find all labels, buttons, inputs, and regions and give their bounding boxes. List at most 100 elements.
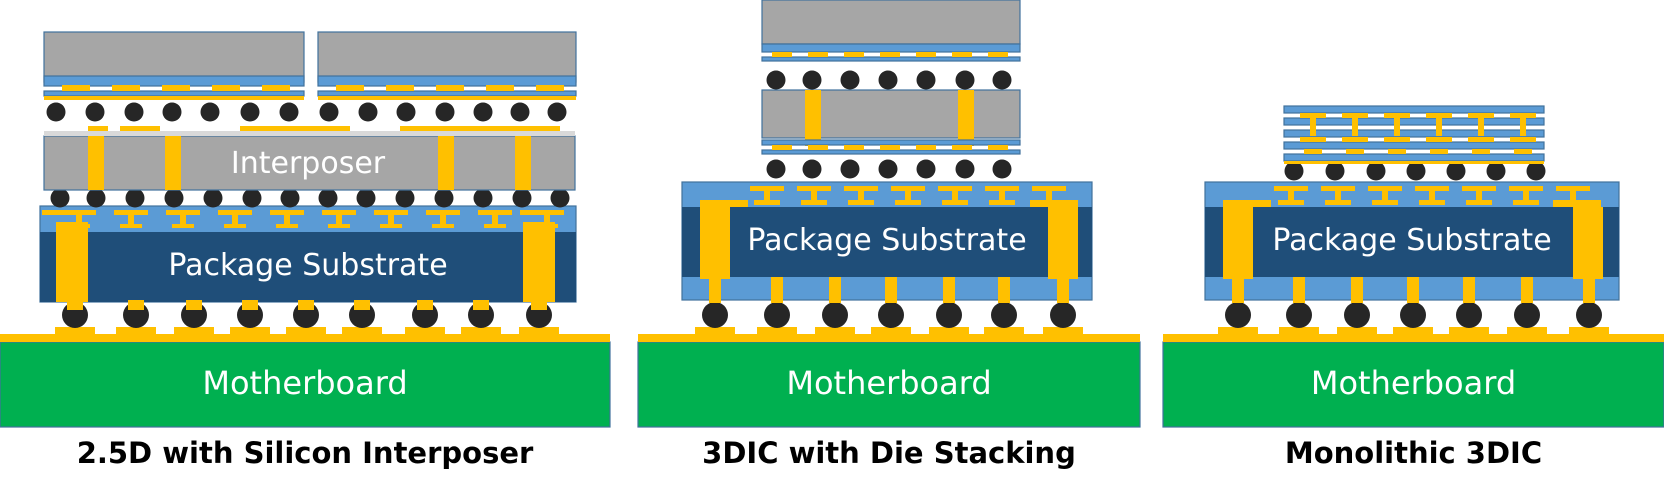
panel1-c4-bump xyxy=(356,188,376,208)
panel1-substrate-microvia xyxy=(492,210,498,226)
panel1-substrate-trace xyxy=(224,224,246,228)
panel1-die-pad xyxy=(112,85,140,91)
panel3-substrate-via-bottom xyxy=(1463,277,1475,303)
panel2-tsv xyxy=(958,90,974,146)
panel1-die-1 xyxy=(43,31,305,83)
panel1-substrate-microvia xyxy=(180,210,186,226)
panel1-substrate-microvia xyxy=(284,210,290,226)
panel1-die-beol xyxy=(317,75,577,87)
panel1-c4-bump xyxy=(164,188,184,208)
panel1-micro-bump xyxy=(85,102,105,122)
panel3-tier-pad xyxy=(1514,149,1532,154)
panel3-miv xyxy=(1436,118,1442,136)
panel2-substrate-label: Package Substrate xyxy=(747,223,1027,258)
panel1-die-pad xyxy=(386,85,414,91)
panel2-die-pad xyxy=(916,52,936,57)
panel2-substrate-microvia xyxy=(764,186,770,202)
panel2-die-pad xyxy=(808,52,828,57)
panel3-miv xyxy=(1520,118,1526,136)
panel3-tier-pad xyxy=(1426,113,1452,118)
panel1-micro-bump xyxy=(200,102,220,122)
panel1-substrate-ball-pad xyxy=(242,300,258,310)
panel2-bga-ball xyxy=(936,302,962,328)
panel3-motherboard-pad xyxy=(1449,327,1489,342)
panel2-substrate-microvia xyxy=(858,186,864,202)
panel2-substrate-trace xyxy=(848,200,874,205)
panel2-substrate-microvia xyxy=(1046,186,1052,202)
panel1-substrate-trace xyxy=(432,224,454,228)
panel1-substrate-label: Package Substrate xyxy=(168,248,448,283)
panel2-die-pad xyxy=(952,52,972,57)
panel2-substrate-trace xyxy=(895,200,921,205)
panel3-tier-pad xyxy=(1304,149,1322,154)
panel1-motherboard-label: Motherboard xyxy=(202,364,408,402)
panel2-motherboard-pad xyxy=(871,327,911,342)
panel2-die-pad xyxy=(880,52,900,57)
panel1-c4-bump xyxy=(395,188,415,208)
panel2-substrate-microvia xyxy=(811,186,817,202)
panel3-motherboard-label: Motherboard xyxy=(1310,364,1517,402)
panel2-substrate-via-bottom xyxy=(885,277,897,303)
panel2-die-pad xyxy=(916,145,936,150)
panel3-substrate-microvia xyxy=(1570,186,1576,202)
panel1-substrate-trace xyxy=(172,224,194,228)
panel3-substrate-trace xyxy=(1553,200,1601,207)
panel1-substrate-trace xyxy=(276,224,298,228)
panel1-die-beol xyxy=(317,90,577,97)
panel2-substrate-trace xyxy=(700,200,748,207)
panel2-micro-bump xyxy=(802,70,822,90)
panel1-die-trace xyxy=(318,96,576,100)
panel1-c4-bump xyxy=(50,188,70,208)
panel2-substrate-microvia xyxy=(999,186,1005,202)
panel2-die-pad xyxy=(844,145,864,150)
panel2-die-pad xyxy=(988,52,1008,57)
panel2-micro-bump xyxy=(955,70,975,90)
panel1-substrate-ball-pad xyxy=(473,300,489,310)
panel1-substrate-trace xyxy=(536,224,558,228)
panel2-die-pad xyxy=(772,52,792,57)
panel3-bga-ball xyxy=(1400,302,1426,328)
panel1-die-2 xyxy=(317,31,577,83)
panel1-motherboard-pad xyxy=(55,327,95,342)
panel2-motherboard-label: Motherboard xyxy=(786,364,992,402)
panel3-substrate-microvia xyxy=(1288,186,1294,202)
panel1-interposer xyxy=(43,135,576,191)
panel1-motherboard xyxy=(0,341,611,428)
panel3-bga-ball xyxy=(1286,302,1312,328)
panel3-tier-pad xyxy=(1510,113,1536,118)
panel2-die-pad xyxy=(988,145,1008,150)
panel1-motherboard-pad xyxy=(461,327,501,342)
panel3-substrate-trace xyxy=(1513,200,1539,205)
panel1-micro-bump xyxy=(435,102,455,122)
panel1-c4-bump xyxy=(125,188,145,208)
panel1-c4-bump xyxy=(512,188,532,208)
panel3-micro-bump xyxy=(1366,161,1386,181)
panel1-substrate-ball-pad xyxy=(417,300,433,310)
panel2-substrate-trace xyxy=(754,200,780,205)
panel1-c4-bump xyxy=(473,188,493,208)
panel2-die-beol xyxy=(761,56,1021,62)
panel2-micro-bump xyxy=(766,70,786,90)
panel2-micro-bump xyxy=(766,159,786,179)
panel1-substrate-trace xyxy=(68,224,90,228)
panel1-die-pad xyxy=(486,85,514,91)
panel1-substrate-trace xyxy=(328,224,350,228)
panel1-c4-bump xyxy=(86,188,106,208)
panel1-interposer-trace xyxy=(240,126,350,131)
panel3-substrate-via-bottom xyxy=(1351,277,1363,303)
panel3-bga-ball xyxy=(1456,302,1482,328)
panel3-motherboard-pad xyxy=(1507,327,1547,342)
panel3-substrate-microvia xyxy=(1523,186,1529,202)
panel1-substrate-via xyxy=(523,222,555,302)
panel3-tier-1 xyxy=(1283,105,1545,114)
panel1-micro-bump xyxy=(510,102,530,122)
panel1-die-pad xyxy=(536,85,564,91)
panel1-motherboard-pad xyxy=(519,327,559,342)
panel2-micro-bump xyxy=(878,159,898,179)
panel3-miv xyxy=(1478,118,1484,136)
panel3-tier-2 xyxy=(1283,117,1545,126)
panel1-substrate-microvia xyxy=(388,210,394,226)
panel2-motherboard-pad xyxy=(757,327,797,342)
panel3-motherboard-pad xyxy=(1279,327,1319,342)
